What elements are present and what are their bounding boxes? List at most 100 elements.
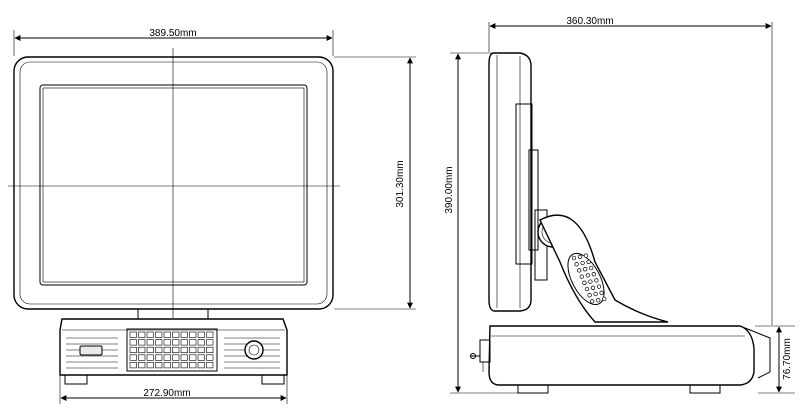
grille-cell: [189, 331, 197, 338]
front-view: 389.50mm 301.30mm 272.90mm: [8, 28, 416, 404]
grille-cell: [155, 346, 163, 354]
grille-cell: [138, 339, 146, 346]
grip-dot: [586, 259, 591, 264]
grille-cell: [172, 339, 180, 346]
monitor-bezel-inner: [19, 61, 328, 305]
grille-cell: [163, 346, 171, 354]
grip-dot: [588, 279, 593, 284]
stand-arm: [539, 214, 669, 323]
grip-dot: [590, 299, 595, 304]
grille-cell: [146, 339, 154, 346]
rear-jack: [470, 353, 476, 359]
dim-base-width-label: 272.90mm: [143, 388, 190, 399]
grille-cell: [172, 346, 180, 354]
grille-cell: [206, 362, 214, 369]
grip-dot: [574, 262, 579, 267]
grip-dot: [582, 280, 587, 285]
stand-grip: [567, 252, 605, 306]
grille-cell: [189, 354, 197, 361]
monitor-screen: [39, 84, 308, 286]
grille-cell: [129, 354, 137, 361]
side-view: 360.30mm 390.00mm 76.70mm: [444, 16, 795, 394]
grille-cell: [155, 362, 163, 369]
grille-cell: [155, 331, 163, 338]
grip-dot: [589, 265, 594, 271]
grille-cell: [206, 354, 214, 361]
grip-dot: [602, 296, 607, 302]
grille-cell: [206, 339, 214, 346]
side-base-front: [739, 325, 771, 379]
foot-left: [64, 374, 88, 385]
grille-cell: [180, 354, 188, 361]
grip-dot: [596, 284, 602, 289]
power-button: [244, 340, 264, 360]
port-slot: [79, 345, 103, 356]
grille-cell: [129, 362, 137, 369]
grille-cell: [146, 362, 154, 369]
grille-cell: [180, 331, 188, 338]
grille-cell: [206, 346, 214, 354]
speaker-grille-cells: [129, 331, 214, 369]
grip-dot: [590, 285, 596, 290]
grip-dot: [577, 268, 582, 273]
grille-cell: [155, 339, 163, 346]
grip-dot: [593, 291, 598, 297]
monitor-rear-panel: [515, 103, 533, 265]
grille-cell: [146, 346, 154, 354]
side-foot-right: [689, 384, 721, 394]
grip-dot: [599, 290, 604, 295]
grille-cell: [197, 339, 205, 346]
grip-dot: [577, 254, 583, 259]
grille-cell: [155, 354, 163, 361]
grille-cell: [163, 354, 171, 361]
grip-dot: [584, 286, 590, 292]
grip-dot: [583, 267, 588, 272]
grille-cell: [180, 346, 188, 354]
grille-cell: [206, 331, 214, 338]
side-foot-left: [517, 384, 549, 394]
stand-grip-dots: [571, 253, 607, 304]
grille-cell: [138, 346, 146, 354]
grip-dot: [587, 293, 592, 298]
rear-connector: [479, 339, 491, 363]
grip-dot: [583, 253, 589, 258]
grille-cell: [138, 362, 146, 369]
grille-cell: [146, 331, 154, 338]
grille-cell: [172, 362, 180, 369]
grille-cell: [163, 331, 171, 338]
grille-cell: [180, 362, 188, 369]
dim-depth-label: 360.30mm: [566, 16, 613, 27]
grille-cell: [197, 331, 205, 338]
grip-dot: [596, 298, 601, 303]
grille-cell: [129, 346, 137, 354]
grip-dot: [591, 272, 596, 277]
grip-dot: [580, 260, 585, 266]
grille-cell: [163, 362, 171, 369]
dim-height-label: 301.30mm: [395, 160, 406, 207]
grille-cell: [189, 339, 197, 346]
grille-cell: [129, 331, 137, 338]
grille-cell: [189, 346, 197, 354]
grille-cell: [197, 354, 205, 361]
grille-cell: [189, 362, 197, 369]
grille-cell: [172, 354, 180, 361]
grille-cell: [197, 346, 205, 354]
grille-cell: [163, 339, 171, 346]
grip-dot: [579, 274, 584, 279]
grille-cell: [197, 362, 205, 369]
grille-cell: [129, 339, 137, 346]
monitor-bezel: [13, 56, 334, 310]
grip-dot: [585, 273, 590, 278]
grille-cell: [146, 354, 154, 361]
grip-dot: [594, 278, 599, 283]
side-base: [488, 325, 755, 386]
speaker-grille: [126, 328, 218, 372]
monitor-side: [488, 52, 532, 312]
grille-cell: [138, 354, 146, 361]
foot-right: [261, 374, 285, 385]
grille-cell: [172, 331, 180, 338]
dim-total-height-label: 390.00mm: [444, 166, 455, 213]
grille-cell: [180, 339, 188, 346]
